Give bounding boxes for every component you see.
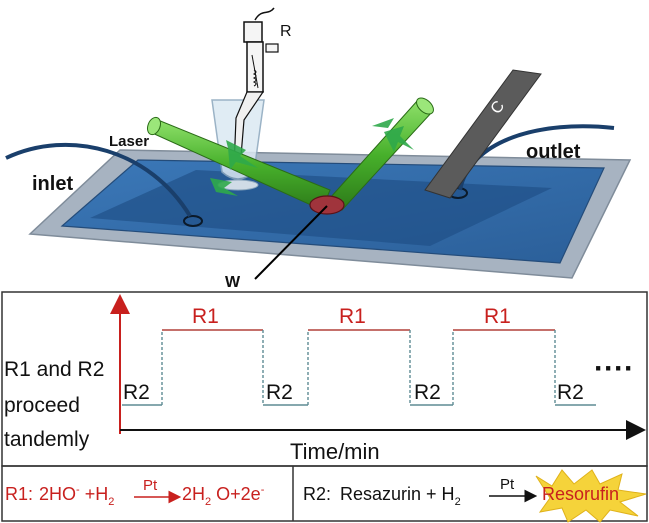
r2-equation: R2: Resazurin + H2 Pt Resorufin	[303, 469, 647, 523]
equations-panel: R1: 2HO- +H2 Pt 2H2 O+2e- R2: Resazurin …	[1, 465, 648, 523]
r1-equation: R1: 2HO- +H2 Pt 2H2 O+2e-	[5, 477, 265, 508]
continuation-ellipsis: ····	[594, 352, 634, 385]
laser-beam-end	[146, 116, 162, 136]
working-electrode-label: W	[225, 274, 241, 291]
r1-eq-rhs: 2H2 O+2e-	[182, 484, 265, 508]
r1-label-2: R1	[339, 305, 366, 328]
r1-eq-lhs: 2HO- +H2	[39, 484, 114, 508]
r1-label-1: R1	[192, 305, 219, 328]
reference-electrode-label: R	[280, 23, 292, 40]
r2-label-4: R2	[557, 381, 584, 404]
equations-box	[1, 465, 648, 522]
timeline-panel: R1 and R2 proceed tandemly Time/min R1 R…	[1, 291, 648, 467]
r2-eq-lhs: Resazurin + H2	[340, 484, 461, 508]
r2-label-2: R2	[266, 381, 293, 404]
x-axis-label: Time/min	[290, 439, 380, 464]
r2-label-1: R2	[123, 381, 150, 404]
outlet-label: outlet	[526, 141, 581, 163]
inlet-label: inlet	[32, 173, 73, 195]
r1-catalyst: Pt	[143, 477, 158, 494]
side-label-line-1: R1 and R2	[4, 358, 104, 381]
green-arrow-right	[384, 126, 414, 152]
green-arrow-down-left	[210, 178, 238, 196]
side-label-line-2: proceed	[4, 394, 80, 417]
counter-electrode	[424, 69, 542, 199]
flow-cell-apparatus: R C W Laser inlet outlet	[5, 7, 632, 291]
r2-eq-prefix: R2:	[303, 484, 331, 504]
laser-label: Laser	[109, 133, 149, 150]
green-arrow-up	[372, 118, 394, 128]
r2-label-3: R2	[414, 381, 441, 404]
r2-product: Resorufin	[542, 484, 619, 504]
inlet-tube	[5, 142, 192, 218]
working-electrode-spot	[309, 195, 345, 215]
r1-eq-prefix: R1:	[5, 484, 33, 504]
inlet-port	[183, 215, 203, 227]
side-label-line-3: tandemly	[4, 428, 90, 451]
laser-beam-reflected-end	[416, 97, 434, 115]
r1-label-3: R1	[484, 305, 511, 328]
product-burst-icon	[535, 469, 647, 523]
green-arrow-left	[226, 140, 258, 170]
working-electrode-lead	[254, 205, 328, 280]
r2-catalyst: Pt	[500, 476, 515, 493]
square-wave	[122, 329, 596, 406]
